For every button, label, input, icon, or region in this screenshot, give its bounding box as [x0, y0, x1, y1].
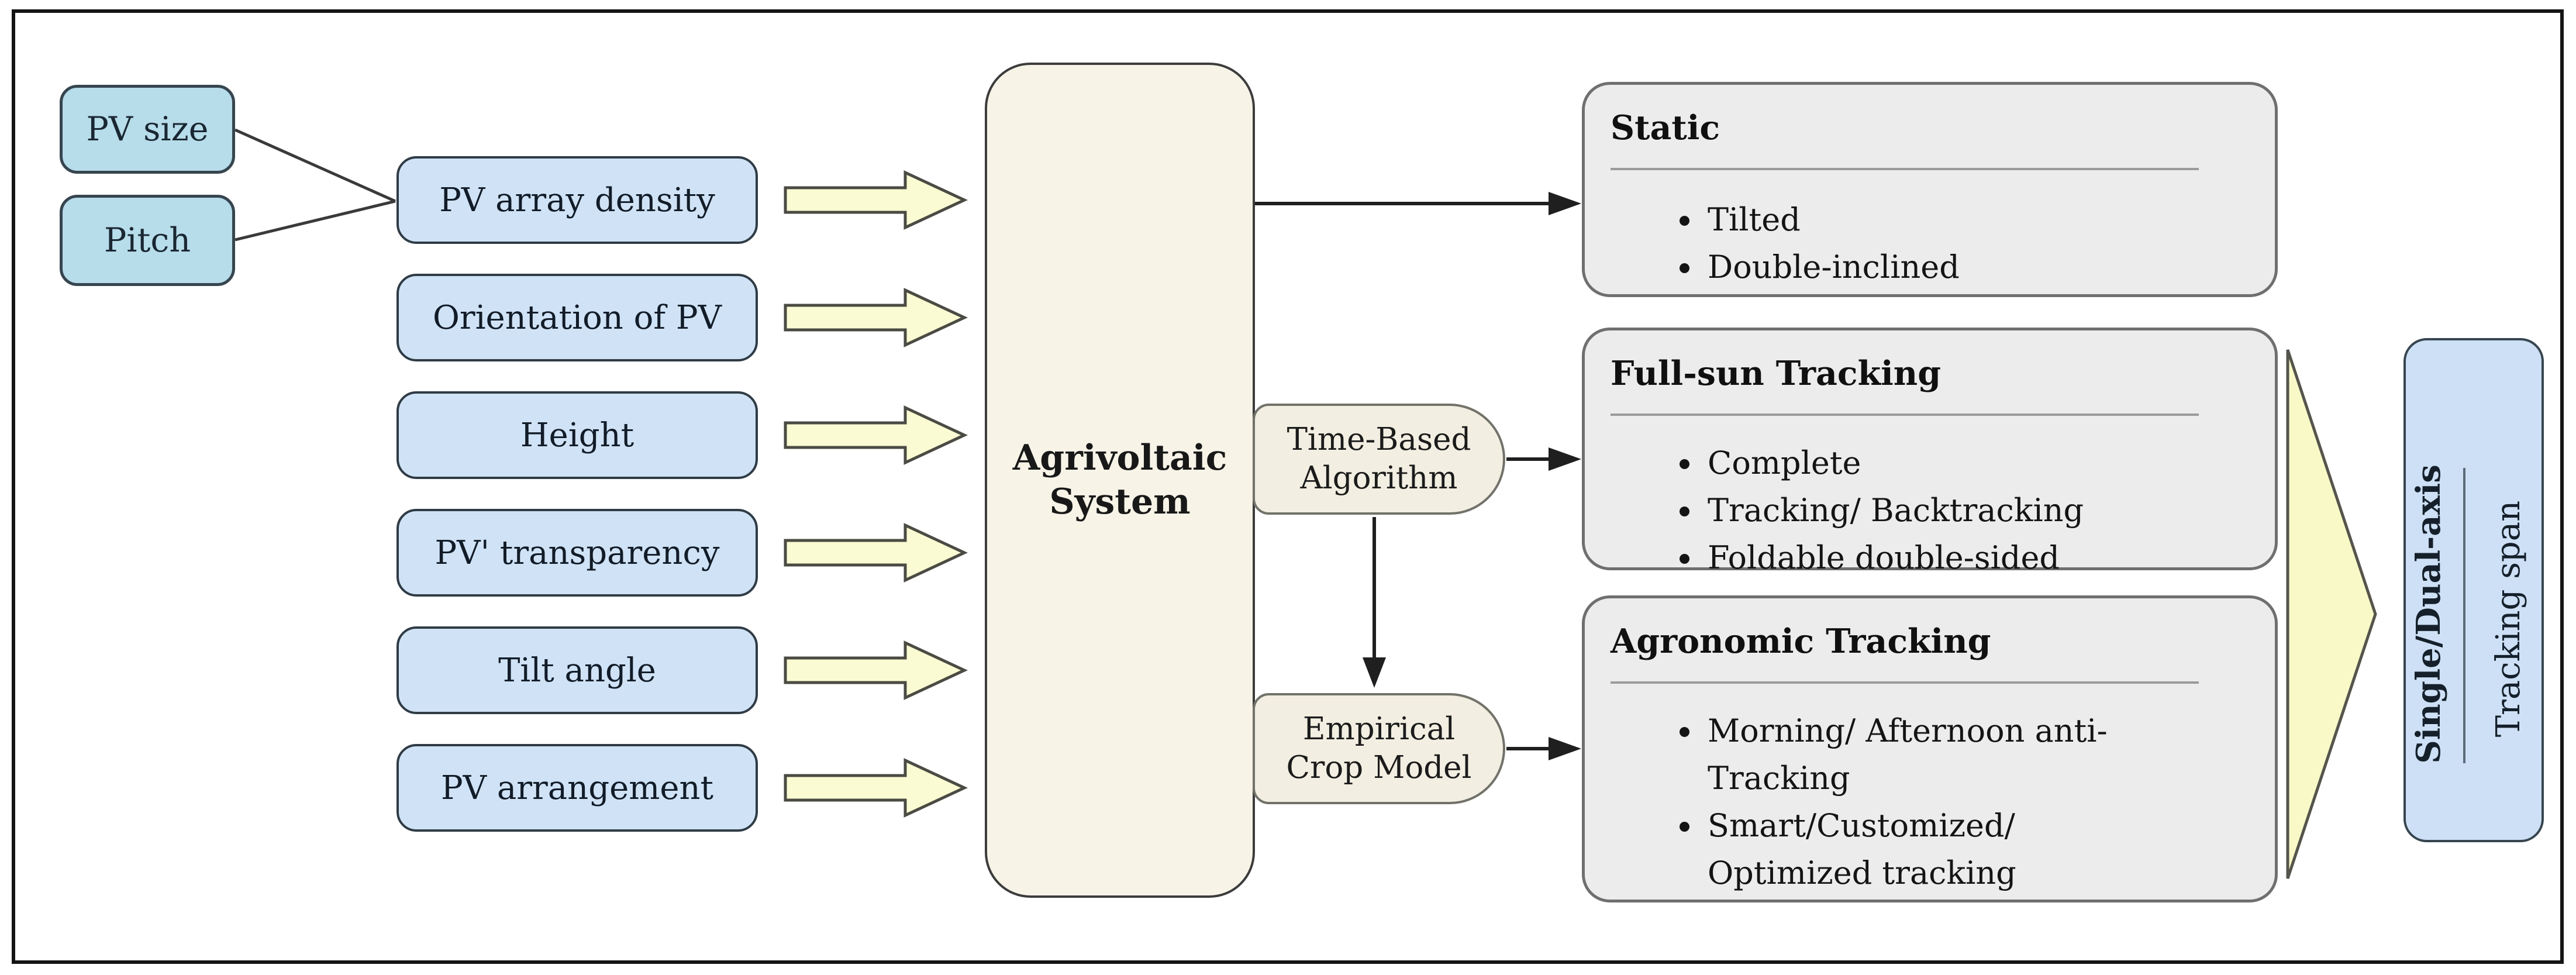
category-title: Static [1611, 108, 1720, 147]
node-orientation-of-pv: Orientation of PV [396, 274, 758, 361]
node-agrivoltaic-system: Agrivoltaic System [985, 63, 1255, 898]
pill-label: Empirical Crop Model [1286, 711, 1472, 785]
node-height: Height [396, 391, 758, 479]
arrowhead-to-full-sun [1549, 447, 1581, 471]
category-agronomic-tracking: Agronomic Tracking Morning/ Afternoon an… [1582, 595, 2278, 902]
list-item: Morning/ Afternoon anti-Tracking [1703, 707, 2149, 802]
list-item: Tracking/ Backtracking [1703, 487, 2149, 534]
category-item-list: Complete Tracking/ Backtracking Foldable… [1669, 439, 2149, 581]
arrowhead-to-agronomic [1549, 737, 1581, 760]
node-empirical-crop-model: Empirical Crop Model [1253, 693, 1505, 804]
node-tilt-angle: Tilt angle [396, 626, 758, 714]
list-item: Complete [1703, 439, 2149, 487]
flow-arrow-icon [784, 288, 968, 347]
axis-secondary-label: Tracking span [2489, 500, 2527, 738]
pill-label: Time-Based Algorithm [1287, 421, 1471, 496]
category-title: Agronomic Tracking [1611, 622, 1991, 661]
node-pv-size: PV size [60, 85, 235, 174]
flow-arrow-icon [784, 170, 968, 230]
axis-primary-label: Single/Dual-axis [2409, 464, 2448, 764]
category-full-sun-tracking: Full-sun Tracking Complete Tracking/ Bac… [1582, 328, 2278, 576]
param-label: PV arrangement [440, 769, 714, 807]
flow-arrow-icon [784, 758, 968, 818]
param-label: Tilt angle [498, 651, 656, 690]
connector-line-pv-size [234, 128, 396, 203]
node-pv-transparency: PV' transparency [396, 509, 758, 597]
category-divider [1611, 681, 2199, 684]
list-item: Double-inclined [1703, 243, 2149, 291]
node-pv-size-label: PV size [86, 110, 209, 149]
axis-divider [2463, 468, 2465, 763]
param-label: PV array density [439, 181, 715, 219]
flow-arrow-icon [784, 405, 968, 465]
category-divider [1611, 414, 2199, 416]
param-label: Orientation of PV [432, 298, 722, 337]
node-pitch-label: Pitch [104, 221, 191, 260]
arrowhead-to-static [1549, 192, 1581, 215]
category-static: Static Tilted Double-inclined [1582, 82, 2278, 297]
node-time-based-algorithm: Time-Based Algorithm [1253, 404, 1505, 515]
param-label: Height [520, 416, 634, 454]
node-pv-arrangement: PV arrangement [396, 744, 758, 832]
center-label: Agrivoltaic System [1012, 437, 1227, 522]
flow-arrow-icon [784, 640, 968, 700]
category-item-list: Morning/ Afternoon anti-Tracking Smart/C… [1669, 707, 2149, 897]
list-item: Smart/Customized/ Optimized tracking [1703, 802, 2149, 897]
flow-arrow-icon [784, 523, 968, 583]
arrowhead-time-to-empirical [1363, 657, 1386, 688]
list-item: Foldable double-sided [1703, 534, 2149, 581]
param-label: PV' transparency [434, 533, 720, 572]
category-title: Full-sun Tracking [1611, 354, 1942, 393]
list-item: Tilted [1703, 196, 2149, 243]
big-arrow-icon [2286, 349, 2377, 879]
connector-line-pitch [235, 199, 396, 242]
category-divider [1611, 168, 2199, 171]
node-pv-array-density: PV array density [396, 156, 758, 244]
category-item-list: Tilted Double-inclined [1669, 196, 2149, 291]
node-pitch: Pitch [60, 195, 235, 286]
node-tracking-axis [2403, 338, 2544, 842]
